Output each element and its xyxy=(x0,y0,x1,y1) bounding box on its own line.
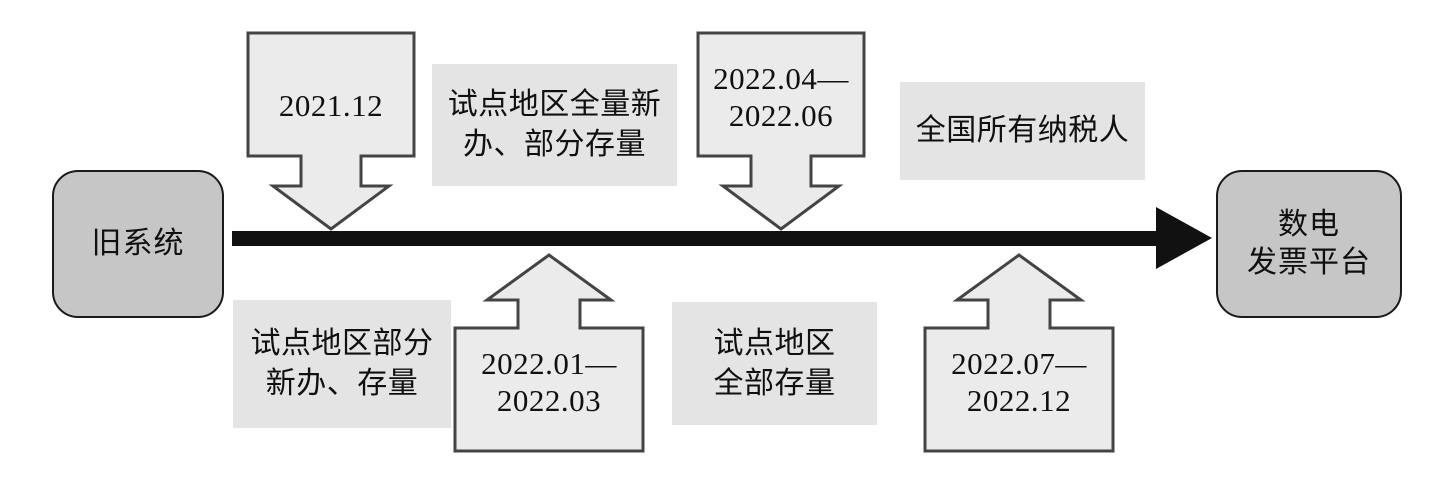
callout-2021-12[interactable]: 2021.12 xyxy=(246,31,416,231)
caption-all-national-taxpayers-text: 全国所有纳税人 xyxy=(915,114,1130,148)
callout-2022-04-to-2022-06[interactable]: 2022.04— 2022.06 xyxy=(696,31,866,231)
callout-2022-07-to-2022-12-text: 2022.07— 2022.12 xyxy=(951,346,1087,419)
caption-pilot-all-stock-text: 试点地区 全部存量 xyxy=(713,326,836,400)
callout-2022-01-to-2022-03-text: 2022.01— 2022.03 xyxy=(481,346,617,419)
terminal-old-system-label: 旧系统 xyxy=(91,227,185,261)
callout-2022-01-to-2022-03[interactable]: 2022.01— 2022.03 xyxy=(453,252,645,453)
timeline-arrowhead-icon xyxy=(1156,207,1212,269)
caption-pilot-full-new-partial-stock-text: 试点地区全量新 办、部分存量 xyxy=(447,88,662,161)
caption-pilot-partial-new-and-stock: 试点地区部分 新办、存量 xyxy=(233,300,451,428)
callout-2022-07-to-2022-12[interactable]: 2022.07— 2022.12 xyxy=(923,252,1115,453)
caption-pilot-all-stock: 试点地区 全部存量 xyxy=(672,302,877,425)
timeline-axis-bar xyxy=(232,231,1162,246)
caption-pilot-full-new-partial-stock: 试点地区全量新 办、部分存量 xyxy=(432,64,677,186)
caption-pilot-partial-new-and-stock-text: 试点地区部分 新办、存量 xyxy=(250,327,434,400)
down-block-arrow-icon xyxy=(696,31,866,231)
caption-all-national-taxpayers: 全国所有纳税人 xyxy=(900,82,1145,180)
terminal-digital-invoice-platform-label: 数电 发票平台 xyxy=(1247,208,1371,279)
callout-2021-12-text: 2021.12 xyxy=(278,88,384,123)
callout-2022-04-to-2022-06-text: 2022.04— 2022.06 xyxy=(713,61,849,134)
down-block-arrow-icon xyxy=(246,31,416,231)
up-block-arrow-icon xyxy=(923,253,1115,453)
up-block-arrow-icon xyxy=(453,253,645,453)
terminal-old-system[interactable]: 旧系统 xyxy=(52,170,224,318)
terminal-digital-invoice-platform[interactable]: 数电 发票平台 xyxy=(1216,170,1402,318)
